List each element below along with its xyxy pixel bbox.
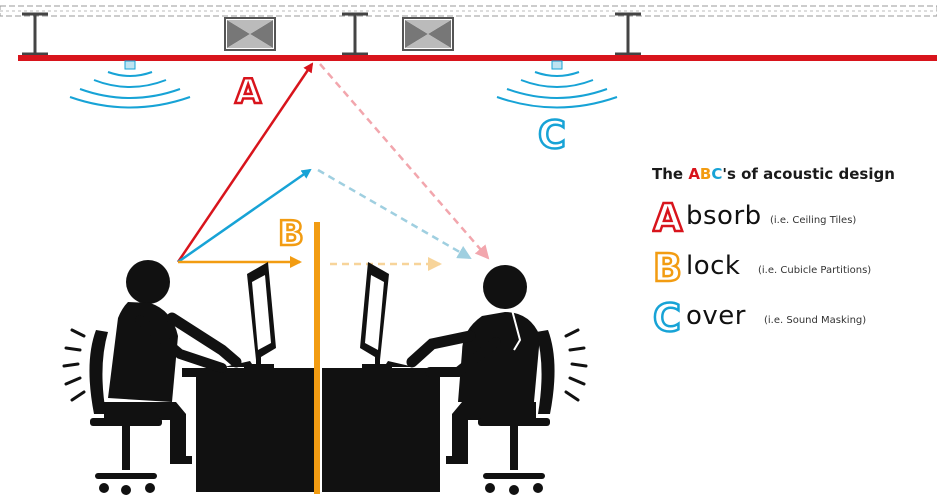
cubicle-partition xyxy=(314,222,320,494)
collar xyxy=(511,309,522,351)
reflected-path-absorb xyxy=(319,63,490,260)
legend-title-suffix: 's of acoustic design xyxy=(722,165,895,183)
legend-word-absorb: bsorb xyxy=(686,201,762,231)
label-b: B xyxy=(278,214,304,254)
legend-word-cover: over xyxy=(686,301,746,331)
legend-title-b: B xyxy=(699,165,712,183)
legend-note-cover: (i.e. Sound Masking) xyxy=(764,315,867,326)
label-c: C xyxy=(538,113,566,157)
legend-title-prefix: The xyxy=(652,165,689,183)
sound-path-cover xyxy=(177,168,312,264)
legend: The ABC's of acoustic design A bsorb (i.… xyxy=(652,165,937,347)
legend-item-cover: C over (i.e. Sound Masking) xyxy=(652,297,937,347)
svg-text:A: A xyxy=(653,197,683,237)
worker-left xyxy=(89,260,242,495)
label-a: A xyxy=(235,72,262,112)
legend-note-absorb: (i.e. Ceiling Tiles) xyxy=(770,215,857,226)
legend-letter-c: C xyxy=(652,297,682,337)
desk-right xyxy=(322,361,454,492)
sound-path-absorb xyxy=(176,62,314,263)
ceiling-vent-2 xyxy=(402,17,454,51)
ceiling-vent-1 xyxy=(224,17,276,51)
reflected-path-cover xyxy=(317,168,472,260)
motion-lines-left xyxy=(62,328,86,402)
svg-text:C: C xyxy=(653,297,681,337)
legend-title-c: C xyxy=(711,165,723,183)
ceiling-grid xyxy=(0,5,937,17)
legend-title-a: A xyxy=(688,165,700,183)
legend-note-block: (i.e. Cubicle Partitions) xyxy=(758,265,872,276)
ceiling-support-3 xyxy=(615,12,641,56)
ceiling-support-1 xyxy=(22,12,48,56)
legend-word-block: lock xyxy=(686,251,741,281)
legend-item-absorb: A bsorb (i.e. Ceiling Tiles) xyxy=(652,197,937,247)
sound-masking-emitter-1 xyxy=(69,60,191,109)
motion-lines-right xyxy=(564,328,588,402)
legend-item-block: B lock (i.e. Cubicle Partitions) xyxy=(652,247,937,297)
sound-masking-emitter-2 xyxy=(496,60,618,109)
legend-title: The ABC's of acoustic design xyxy=(652,165,937,183)
monitor-right xyxy=(360,262,392,369)
legend-letter-a: A xyxy=(652,197,684,237)
svg-text:B: B xyxy=(653,247,682,287)
ceiling-absorb-line xyxy=(18,55,937,61)
desk-left xyxy=(182,361,314,492)
ceiling-support-2 xyxy=(342,12,368,56)
monitor-left xyxy=(244,262,276,369)
legend-letter-b: B xyxy=(652,247,683,287)
